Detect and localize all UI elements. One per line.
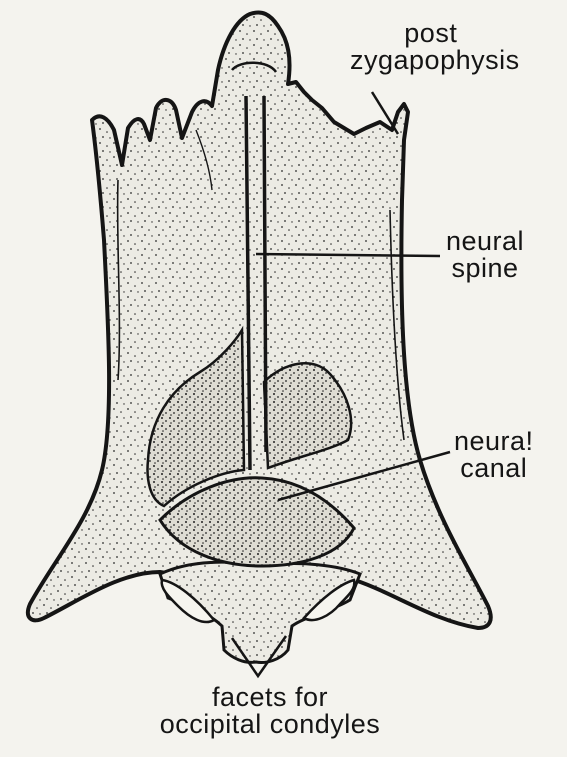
- label-neural-spine: neural spine: [446, 228, 524, 282]
- label-neural-canal: neura! canal: [454, 428, 534, 482]
- label-post-zygapophysis: post zygapophysis: [350, 20, 520, 74]
- label-facets: facets for occipital condyles: [100, 684, 440, 738]
